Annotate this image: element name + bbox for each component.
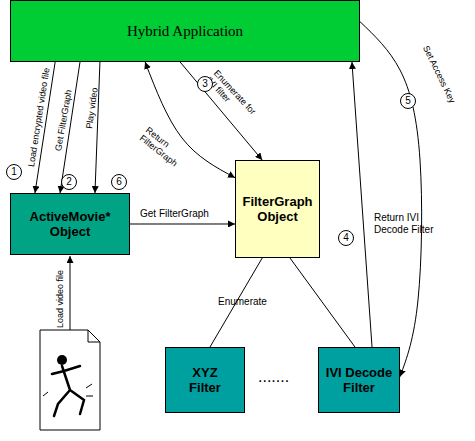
ellipsis-mark: .......	[258, 368, 289, 386]
node-label: XYZ Filter	[176, 365, 234, 395]
motion-marks	[43, 384, 93, 396]
dancing-figure	[52, 366, 84, 416]
connector-arrow	[352, 62, 372, 347]
filter-box: XYZ Filter	[165, 347, 245, 413]
connector-arrow	[290, 258, 355, 347]
connector-arrow	[130, 223, 235, 224]
connector-label: Enumerate for IVI filter	[204, 68, 261, 127]
node-label: FilterGraph Object	[240, 194, 315, 224]
video-file-icon	[40, 330, 100, 430]
connector-arrow	[360, 22, 422, 377]
figure-head	[57, 355, 67, 365]
connector-label: Load encrypted video file	[26, 67, 52, 167]
load-file-arrow	[70, 256, 71, 330]
node-label: ActiveMovie* Object	[17, 209, 123, 239]
connector-label: Return FilterGraph	[137, 125, 202, 182]
connector-arrow	[180, 62, 262, 160]
callout-number: 5	[400, 93, 416, 109]
connector-label: Get FilterGraph	[140, 208, 209, 220]
object-box: FilterGraph Object	[235, 160, 320, 258]
node-label: IVI Decode Filter	[323, 365, 395, 395]
callout-number: 4	[338, 230, 354, 246]
application-box: Hybrid Application	[10, 0, 360, 62]
callout-number: 2	[61, 174, 77, 190]
node-label: Hybrid Application	[127, 23, 243, 40]
connector-label: Enumerate	[218, 296, 267, 308]
file-page	[40, 330, 100, 430]
filter-box: IVI Decode Filter	[318, 347, 400, 413]
file-fold	[88, 330, 100, 342]
connector-label: Set Access Key	[421, 44, 458, 105]
connector-label: Return IVI Decode Filter	[374, 212, 446, 235]
callout-number: 1	[6, 164, 22, 180]
object-box: ActiveMovie* Object	[10, 193, 130, 255]
connector-arrow	[95, 62, 100, 193]
connector-label: Load video file	[55, 270, 65, 328]
callout-number: 3	[197, 76, 213, 92]
callout-number: 6	[111, 174, 127, 190]
